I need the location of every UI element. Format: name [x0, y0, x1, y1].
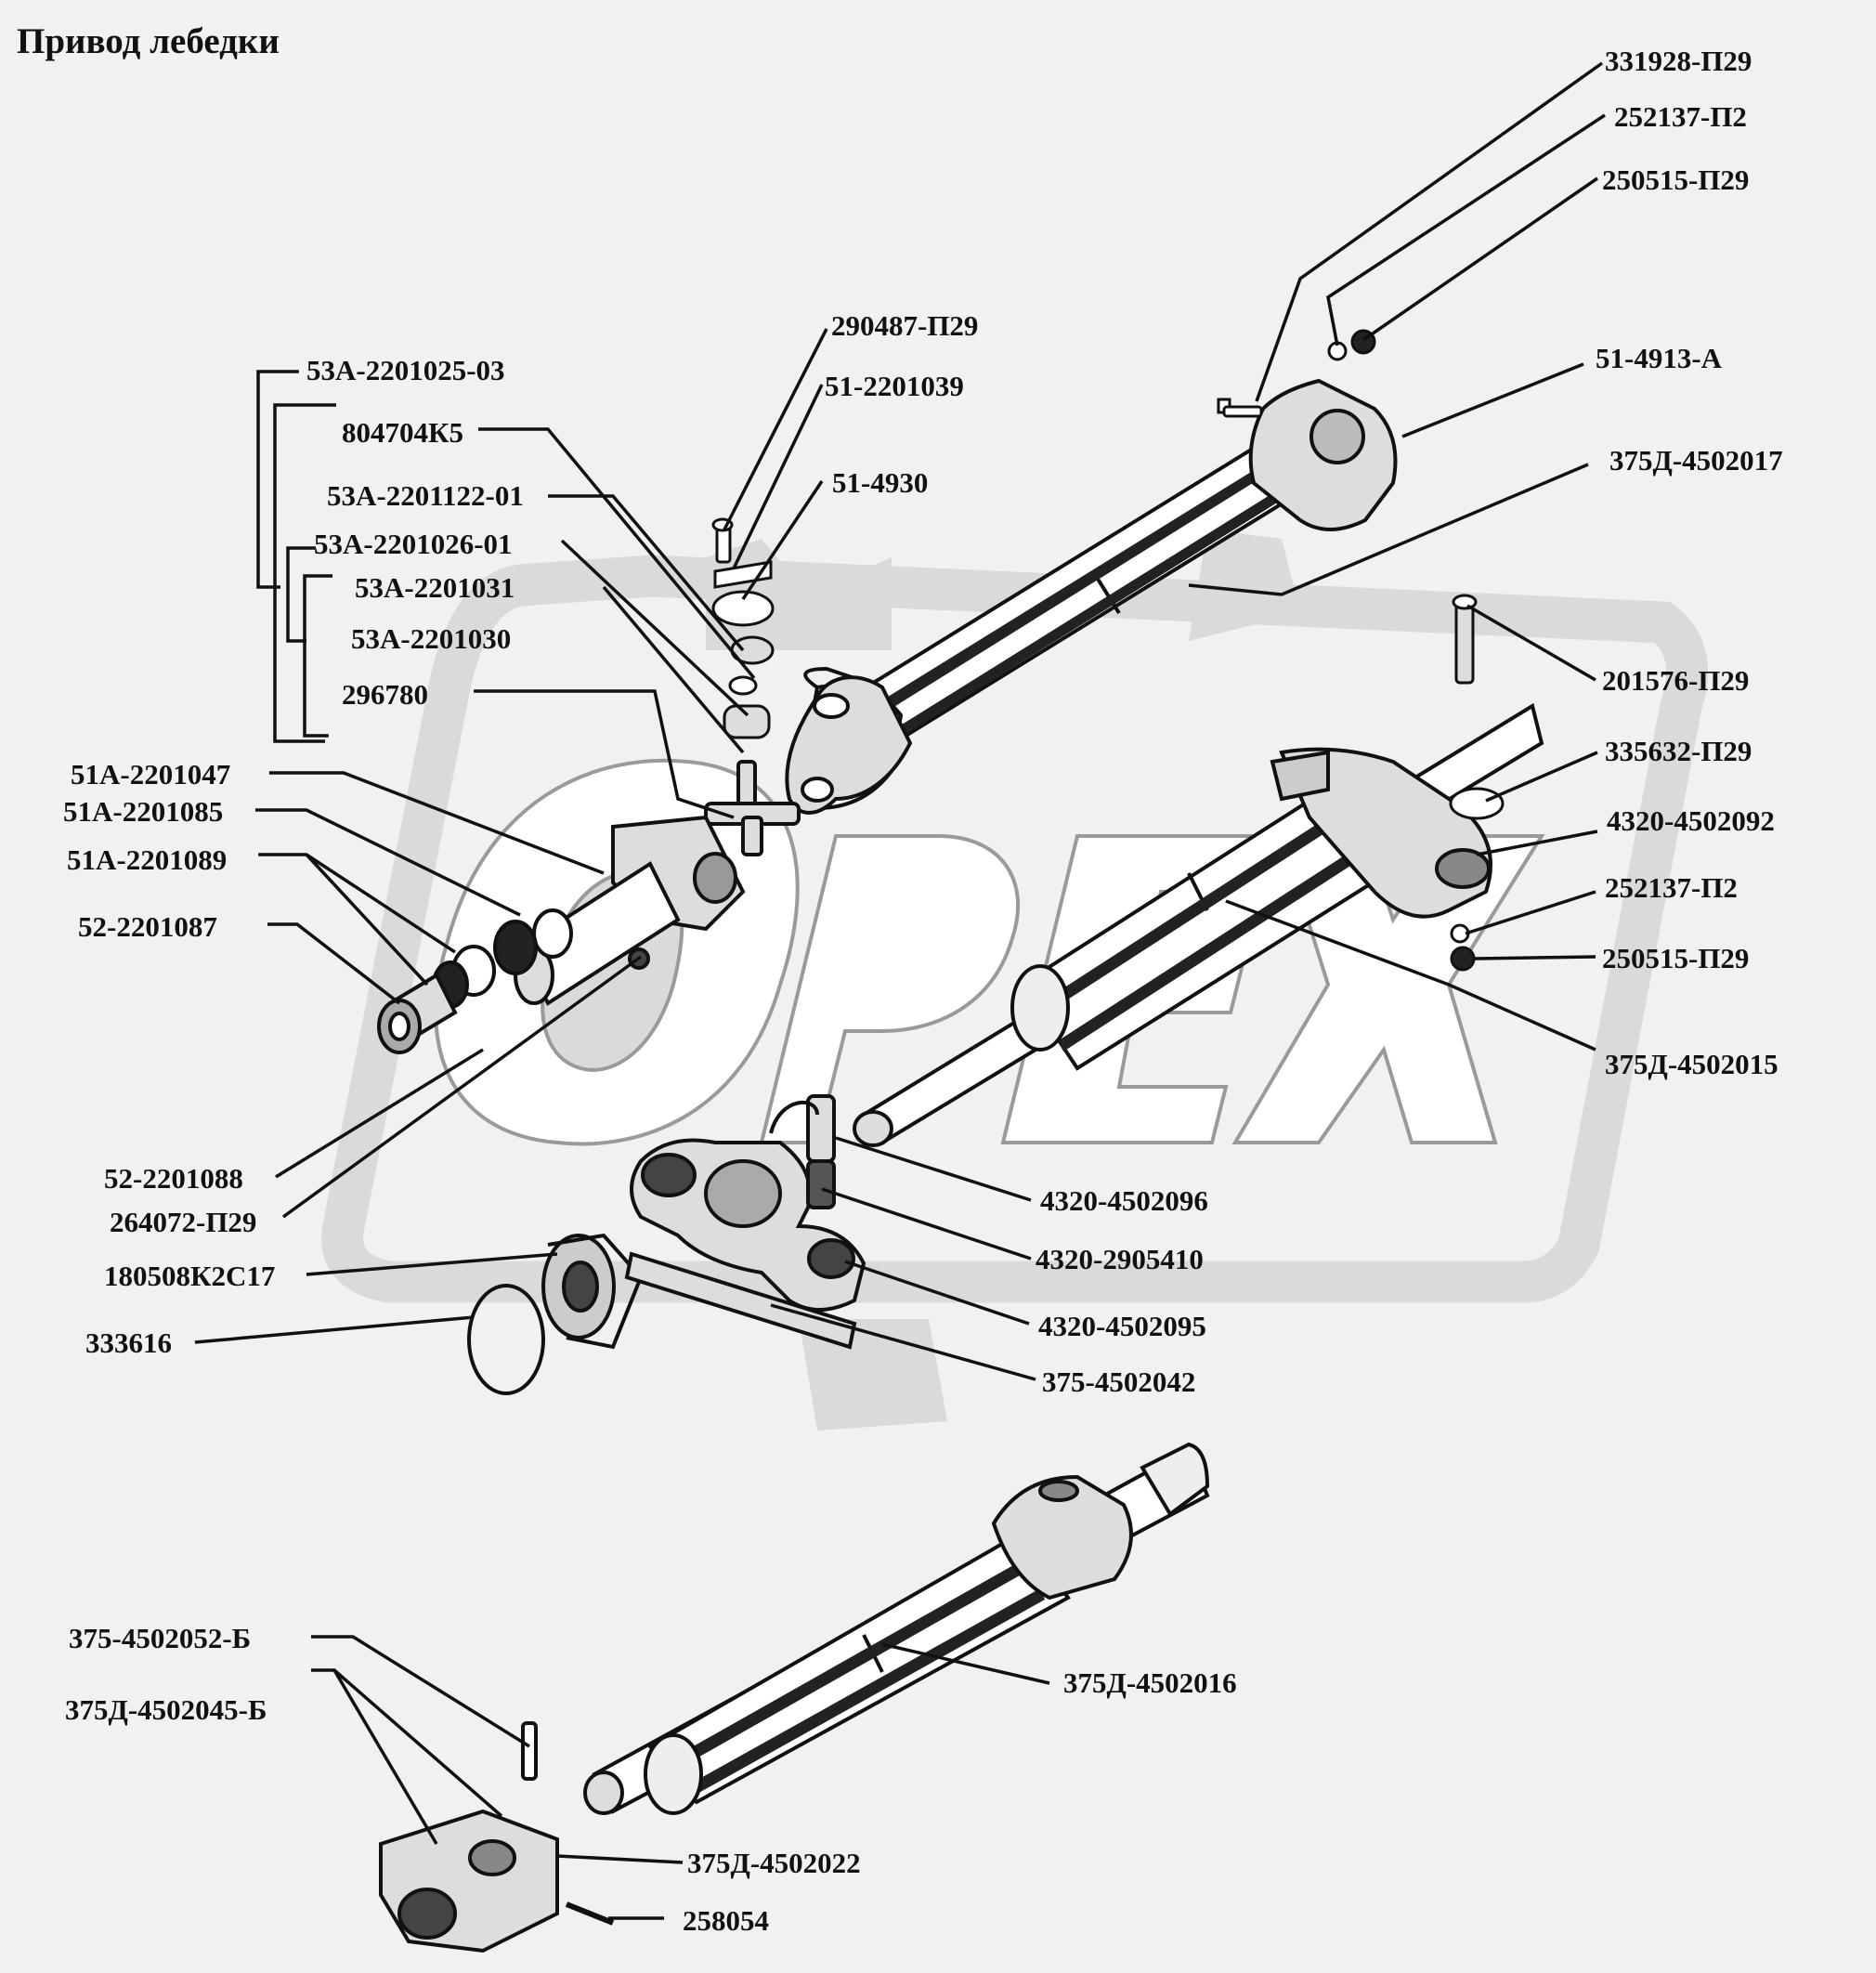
part-label: 252137-П2: [1614, 100, 1747, 133]
spider-cross: [704, 760, 801, 856]
part-label: 296780: [342, 678, 428, 711]
part-label: 4320-4502095: [1038, 1310, 1206, 1342]
part-label: 51А-2201085: [63, 795, 224, 828]
part-label: 53А-2201031: [355, 571, 515, 604]
part-label: 290487-П29: [831, 309, 979, 342]
page-title: Привод лебедки: [17, 21, 280, 61]
shaft-middle: [853, 702, 1544, 1147]
part-label: 53А-2201030: [351, 622, 512, 655]
part-label: 258054: [683, 1904, 769, 1937]
part-label: 180508К2С17: [104, 1260, 276, 1292]
lower-flange-joint: [379, 1721, 615, 1953]
part-label: 335632-П29: [1605, 735, 1752, 767]
part-label: 4320-4502092: [1607, 804, 1775, 837]
bearing-housing: [630, 1094, 866, 1312]
part-label: 375Д-4502045-Б: [65, 1693, 267, 1726]
part-label: 804704К5: [342, 416, 463, 449]
small-parts-stack: [711, 517, 775, 739]
part-label: 51А-2201089: [67, 843, 228, 876]
part-label: 375-4502052-Б: [69, 1622, 252, 1654]
bearing-ring: [467, 1233, 857, 1395]
leader-lines: [194, 61, 1606, 1920]
watermark-logo: [321, 529, 1709, 1431]
part-label: 252137-П2: [1605, 871, 1738, 904]
part-label: 52-2201087: [78, 910, 217, 943]
part-label: 331928-П29: [1605, 45, 1752, 77]
part-label: 375-4502042: [1042, 1365, 1196, 1398]
part-label: 375Д-4502015: [1605, 1048, 1778, 1080]
part-label: 51А-2201047: [71, 758, 231, 791]
part-label: 51-4913-А: [1596, 342, 1723, 374]
part-label: 375Д-4502016: [1063, 1666, 1237, 1699]
shaft-lower: [583, 1442, 1210, 1815]
part-label: 375Д-4502017: [1609, 444, 1783, 477]
part-label: 51-4930: [832, 466, 929, 499]
part-label: 4320-4502096: [1040, 1184, 1208, 1217]
yoke-left-upper: [785, 675, 913, 815]
part-label: 52-2201088: [104, 1162, 243, 1195]
part-label: 201576-П29: [1602, 664, 1750, 697]
small-parts-right: [1217, 329, 1505, 972]
part-label: 4320-2905410: [1036, 1243, 1204, 1275]
part-label: 53А-2201025-03: [306, 354, 505, 386]
part-label: 51-2201039: [825, 370, 964, 402]
part-label: 333616: [85, 1326, 172, 1359]
part-label: 53А-2201026-01: [314, 528, 513, 560]
part-label: 53А-2201122-01: [327, 479, 524, 512]
part-label: 264072-П29: [110, 1206, 257, 1238]
part-label: 250515-П29: [1602, 163, 1750, 196]
part-label: 250515-П29: [1602, 942, 1750, 974]
slip-yoke-left: [377, 815, 746, 1054]
part-label: 375Д-4502022: [687, 1847, 861, 1879]
